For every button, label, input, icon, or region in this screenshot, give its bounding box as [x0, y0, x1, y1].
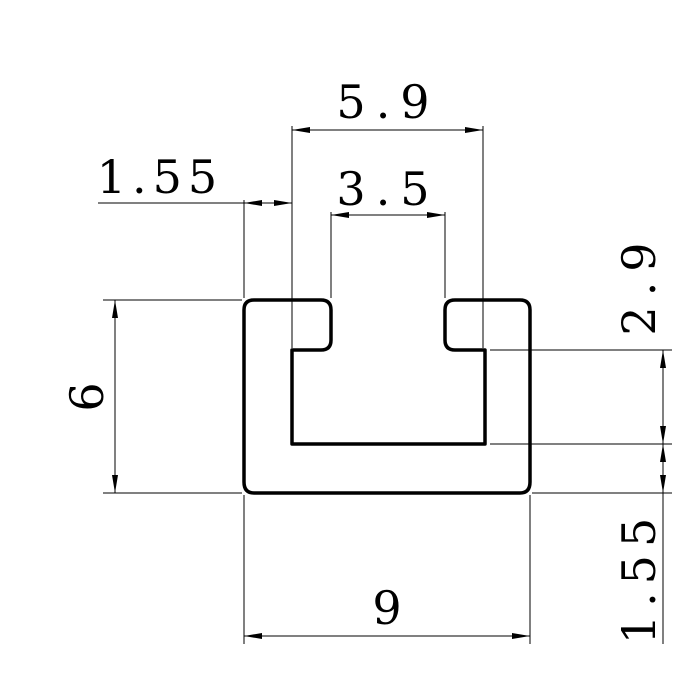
dimension-inner-height: 2.9: [612, 232, 666, 444]
dimension-overall-width-label: 9: [372, 581, 401, 635]
dimension-overall-height: 6: [60, 300, 118, 493]
dimension-slot-opening-label: 3.5: [336, 162, 439, 216]
dimension-inner-height-label: 2.9: [612, 232, 666, 335]
dimension-base-thickness: 1.55: [612, 444, 666, 644]
profile-outline: [242, 298, 532, 495]
dimension-base-thickness-label: 1.55: [612, 510, 666, 644]
dimension-top-width-label: 5.9: [336, 75, 439, 129]
dimension-top-width: 5.9: [292, 75, 483, 133]
extension-lines: [103, 126, 672, 644]
dimension-wall-left: 1.55: [97, 150, 292, 206]
dimension-overall-width: 9: [244, 581, 530, 639]
dimension-slot-opening: 3.5: [331, 162, 445, 218]
dimension-wall-left-label: 1.55: [97, 150, 223, 204]
dimension-overall-height-label: 6: [60, 382, 114, 411]
